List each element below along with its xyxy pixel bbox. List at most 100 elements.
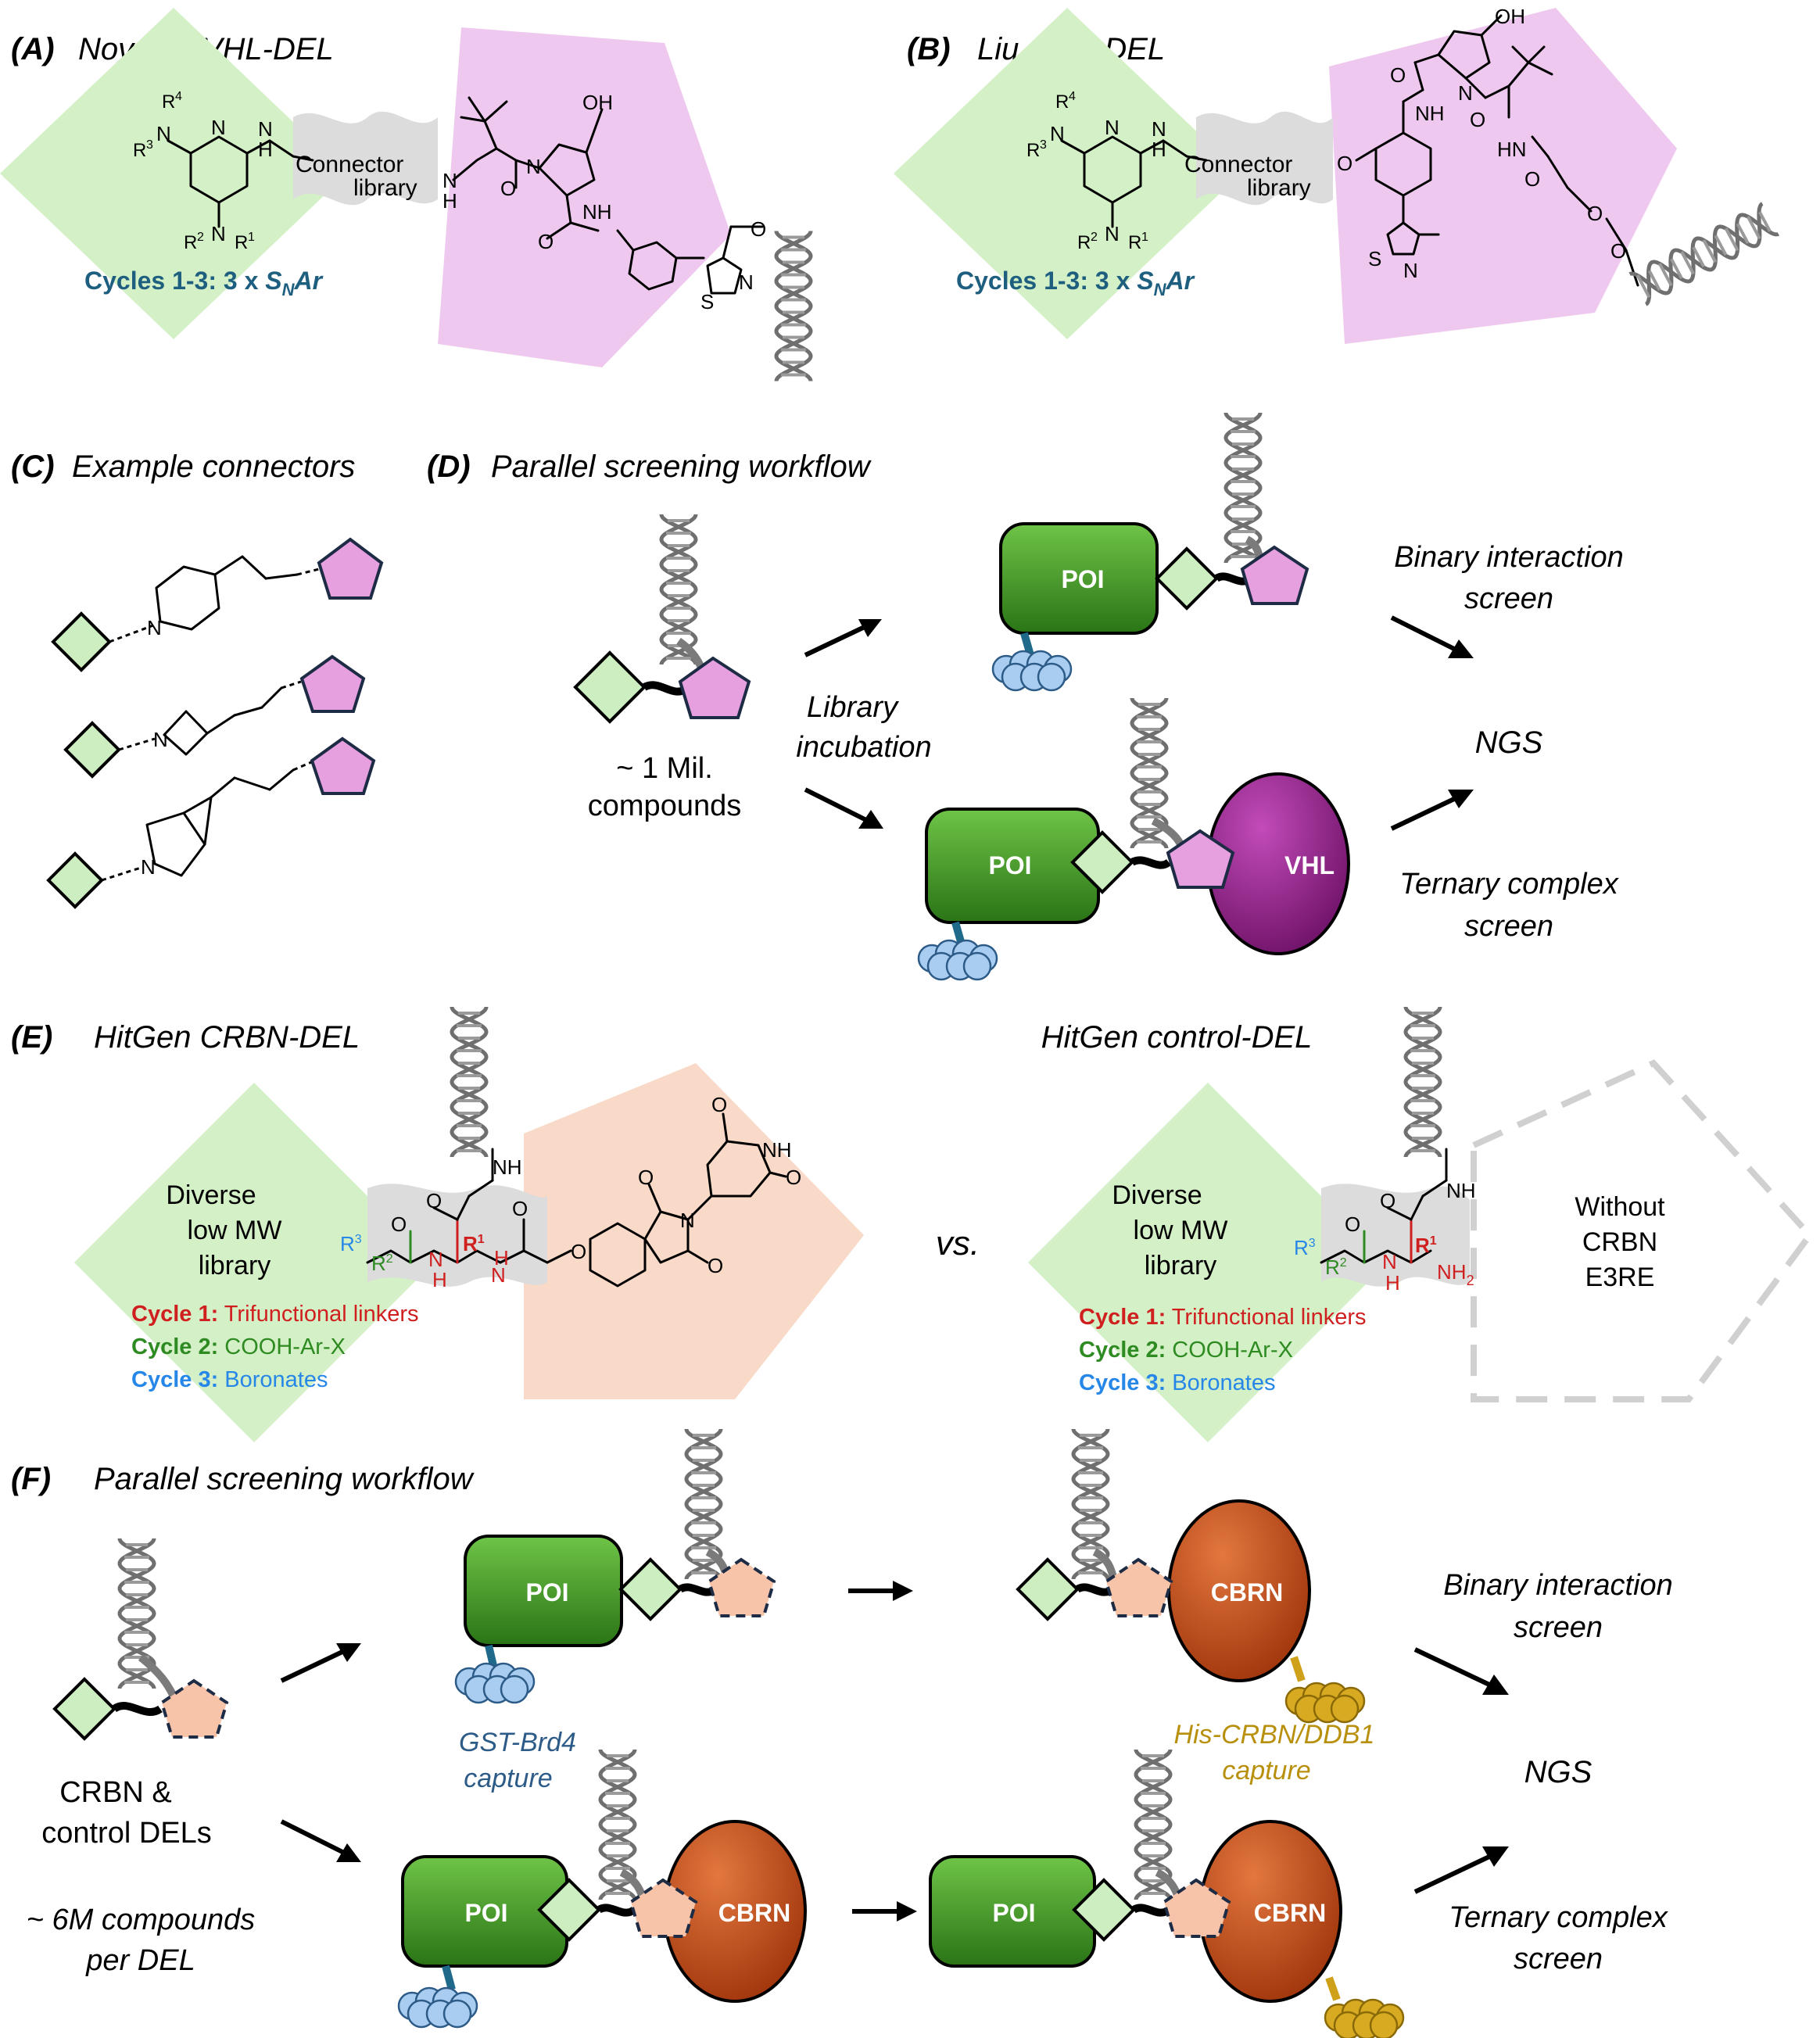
compounds-line2: per DEL: [85, 1944, 195, 1977]
imide-o-1: O: [638, 1166, 654, 1189]
amine-n: N: [1152, 117, 1166, 141]
binary-poi-complex-f: POI: [454, 1429, 776, 1704]
panel-e-letter: (E): [11, 1020, 52, 1055]
nr1r2-n: N: [1105, 222, 1120, 245]
library-member-f: [52, 1538, 229, 1741]
binary-screen-line1: Binary interaction: [1443, 1569, 1673, 1602]
ether-o-2: O: [1587, 202, 1603, 225]
r2-label: R2: [371, 1252, 393, 1275]
cycle3-line: Cycle 3: Boronates: [1079, 1370, 1276, 1395]
panel-c-title: Example connectors: [72, 450, 355, 484]
cycle2-line: Cycle 2: COOH-Ar-X: [131, 1334, 346, 1359]
azabicyclo-n: N: [141, 855, 156, 879]
cycle1-line: Cycle 1: Trifunctional linkers: [1079, 1305, 1367, 1330]
dels-line1: CRBN &: [59, 1776, 172, 1809]
panel-f: (F) Parallel screening workflow CRBN & c…: [11, 1429, 1673, 2038]
gst-capture-line1: GST-Brd4: [459, 1728, 576, 1757]
carbonyl-o-2: O: [426, 1189, 442, 1212]
amine-h: H: [1152, 138, 1166, 161]
ternary-screen-line1: Ternary complex: [1399, 868, 1619, 901]
carbonyl-o-3: O: [512, 1197, 528, 1220]
nh-dna: NH: [1446, 1179, 1476, 1202]
panel-e-control-title: HitGen control-DEL: [1041, 1020, 1313, 1055]
panel-a-letter: (A): [11, 32, 55, 66]
r3-sup: 3: [1040, 138, 1047, 152]
hydroxyl-label: OH: [1495, 5, 1525, 28]
r4-sup: 4: [175, 90, 182, 103]
compounds-line1: ~ 6M compounds: [27, 1904, 256, 1936]
imide-n: N: [680, 1209, 695, 1232]
cycles-label: Cycles 1-3: 3 x SNAr: [956, 267, 1195, 299]
connector-azetidine: N: [63, 654, 366, 779]
without-line3: E3RE: [1585, 1263, 1655, 1292]
panel-e-title: HitGen CRBN-DEL: [94, 1020, 360, 1055]
binary-complex-d: POI: [991, 413, 1309, 692]
poi-label: POI: [992, 1899, 1035, 1927]
dels-line2: control DELs: [41, 1817, 212, 1850]
nh-label: NH: [1415, 102, 1445, 125]
r4-label: R: [162, 91, 175, 113]
arrow-to-ternary: [804, 787, 869, 823]
control-linker-structure: [1320, 1148, 1448, 1264]
green-diamond-shape: [894, 8, 1241, 339]
nh2-label: NH2: [1437, 1260, 1474, 1288]
amide-h: H: [442, 189, 457, 213]
binary-screen-line1: Binary interaction: [1394, 541, 1624, 574]
carbonyl-o-1: O: [1390, 63, 1406, 87]
r2-sup: 2: [197, 231, 204, 244]
ternary-screen-line2: screen: [1514, 1943, 1603, 1975]
diverse-line3: library: [199, 1251, 271, 1280]
n-label: N: [1382, 1250, 1397, 1273]
his-capture-line1: His-CRBN/DDB1: [1174, 1720, 1375, 1750]
h-label: H: [1385, 1271, 1400, 1295]
ngs-label: NGS: [1475, 725, 1543, 760]
arrow-ternary-to-ngs: [1390, 797, 1456, 831]
without-line1: Without: [1575, 1192, 1665, 1222]
arrow-to-binary: [280, 1649, 346, 1683]
connector-piperidine: N: [51, 537, 384, 672]
panel-d: (D) Parallel screening workflow ~ 1 Mil.…: [427, 413, 1624, 981]
h-label: H: [432, 1268, 447, 1291]
panel-e: (E) HitGen CRBN-DEL HitGen control-DEL D…: [11, 1007, 1815, 1442]
library-label: library: [353, 175, 417, 201]
piperidine-n: N: [147, 616, 162, 639]
panel-c-letter: (C): [11, 450, 55, 484]
ether-o-3: O: [1610, 239, 1626, 263]
diverse-line2: low MW: [1134, 1216, 1228, 1245]
nr3r4-n: N: [1050, 122, 1065, 145]
dna-strand-b: [1630, 203, 1779, 304]
connector-wave: [1321, 1184, 1470, 1287]
panel-f-letter: (F): [11, 1462, 51, 1496]
compounds-line1: ~ 1 Mil.: [616, 752, 713, 785]
carbonyl-o: O: [391, 1212, 407, 1236]
r4-label: R: [1055, 91, 1069, 113]
arrow-ternary-to-ngs: [1413, 1854, 1491, 1894]
r4-sup: 4: [1069, 90, 1076, 103]
r1-label: R: [1128, 232, 1141, 253]
diverse-line1: Diverse: [166, 1180, 256, 1210]
nr1r2-n: N: [211, 222, 226, 245]
amide-n: N: [442, 169, 457, 192]
ether-o: O: [571, 1240, 586, 1263]
r1-label: R1: [1415, 1234, 1437, 1257]
r1-sup: 1: [1141, 231, 1148, 244]
binary-screen-line2: screen: [1514, 1611, 1603, 1644]
diverse-line2: low MW: [188, 1216, 282, 1245]
pyrrolidine-n: N: [526, 155, 541, 178]
connector-label: Connector: [296, 152, 403, 177]
r2-sup: 2: [1091, 231, 1098, 244]
pyrrolidine-n: N: [1458, 81, 1473, 105]
binary-cbrn-complex-f: CBRN: [1016, 1429, 1366, 1724]
amine-h: H: [258, 138, 273, 161]
glutarimide-o-2: O: [786, 1166, 801, 1189]
carbonyl-o-2: O: [1470, 108, 1485, 131]
cycle2-line: Cycle 2: COOH-Ar-X: [1079, 1338, 1293, 1363]
ether-o: O: [751, 217, 766, 241]
hydroxyl-label: OH: [582, 91, 613, 114]
r1-sup: 1: [248, 231, 255, 244]
cycles-label: Cycles 1-3: 3 x SNAr: [84, 267, 324, 299]
panel-c: (C) Example connectors N N: [11, 450, 384, 909]
incubation-line1: Library: [807, 691, 899, 724]
nr3r4-n: N: [156, 122, 171, 145]
connector-wave: [293, 111, 438, 206]
